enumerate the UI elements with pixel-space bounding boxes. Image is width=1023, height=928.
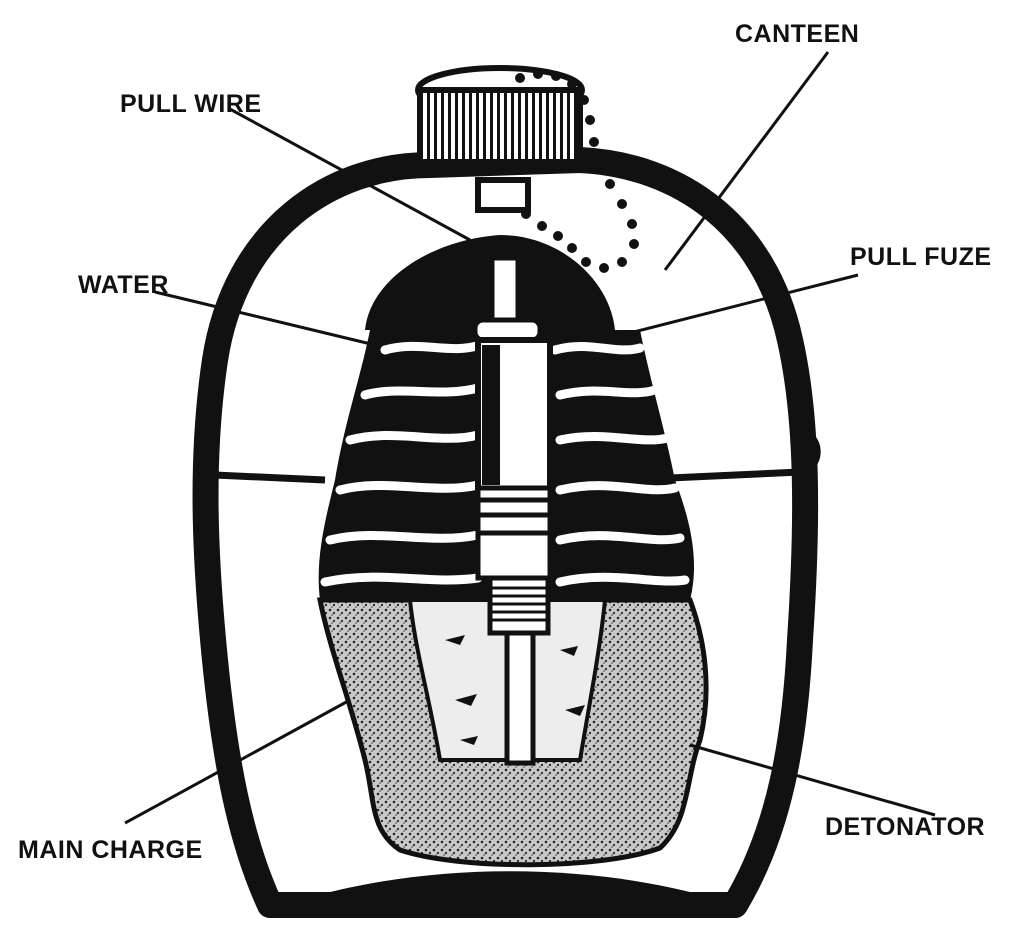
label-canteen: CANTEEN [735,22,859,47]
label-detonator: DETONATOR [825,815,985,840]
label-pull-fuze: PULL FUZE [850,245,992,270]
detonator-shape [507,633,533,763]
label-pull-wire: PULL WIRE [120,92,262,117]
label-main-charge: MAIN CHARGE [18,838,203,863]
label-water: WATER [78,273,169,298]
